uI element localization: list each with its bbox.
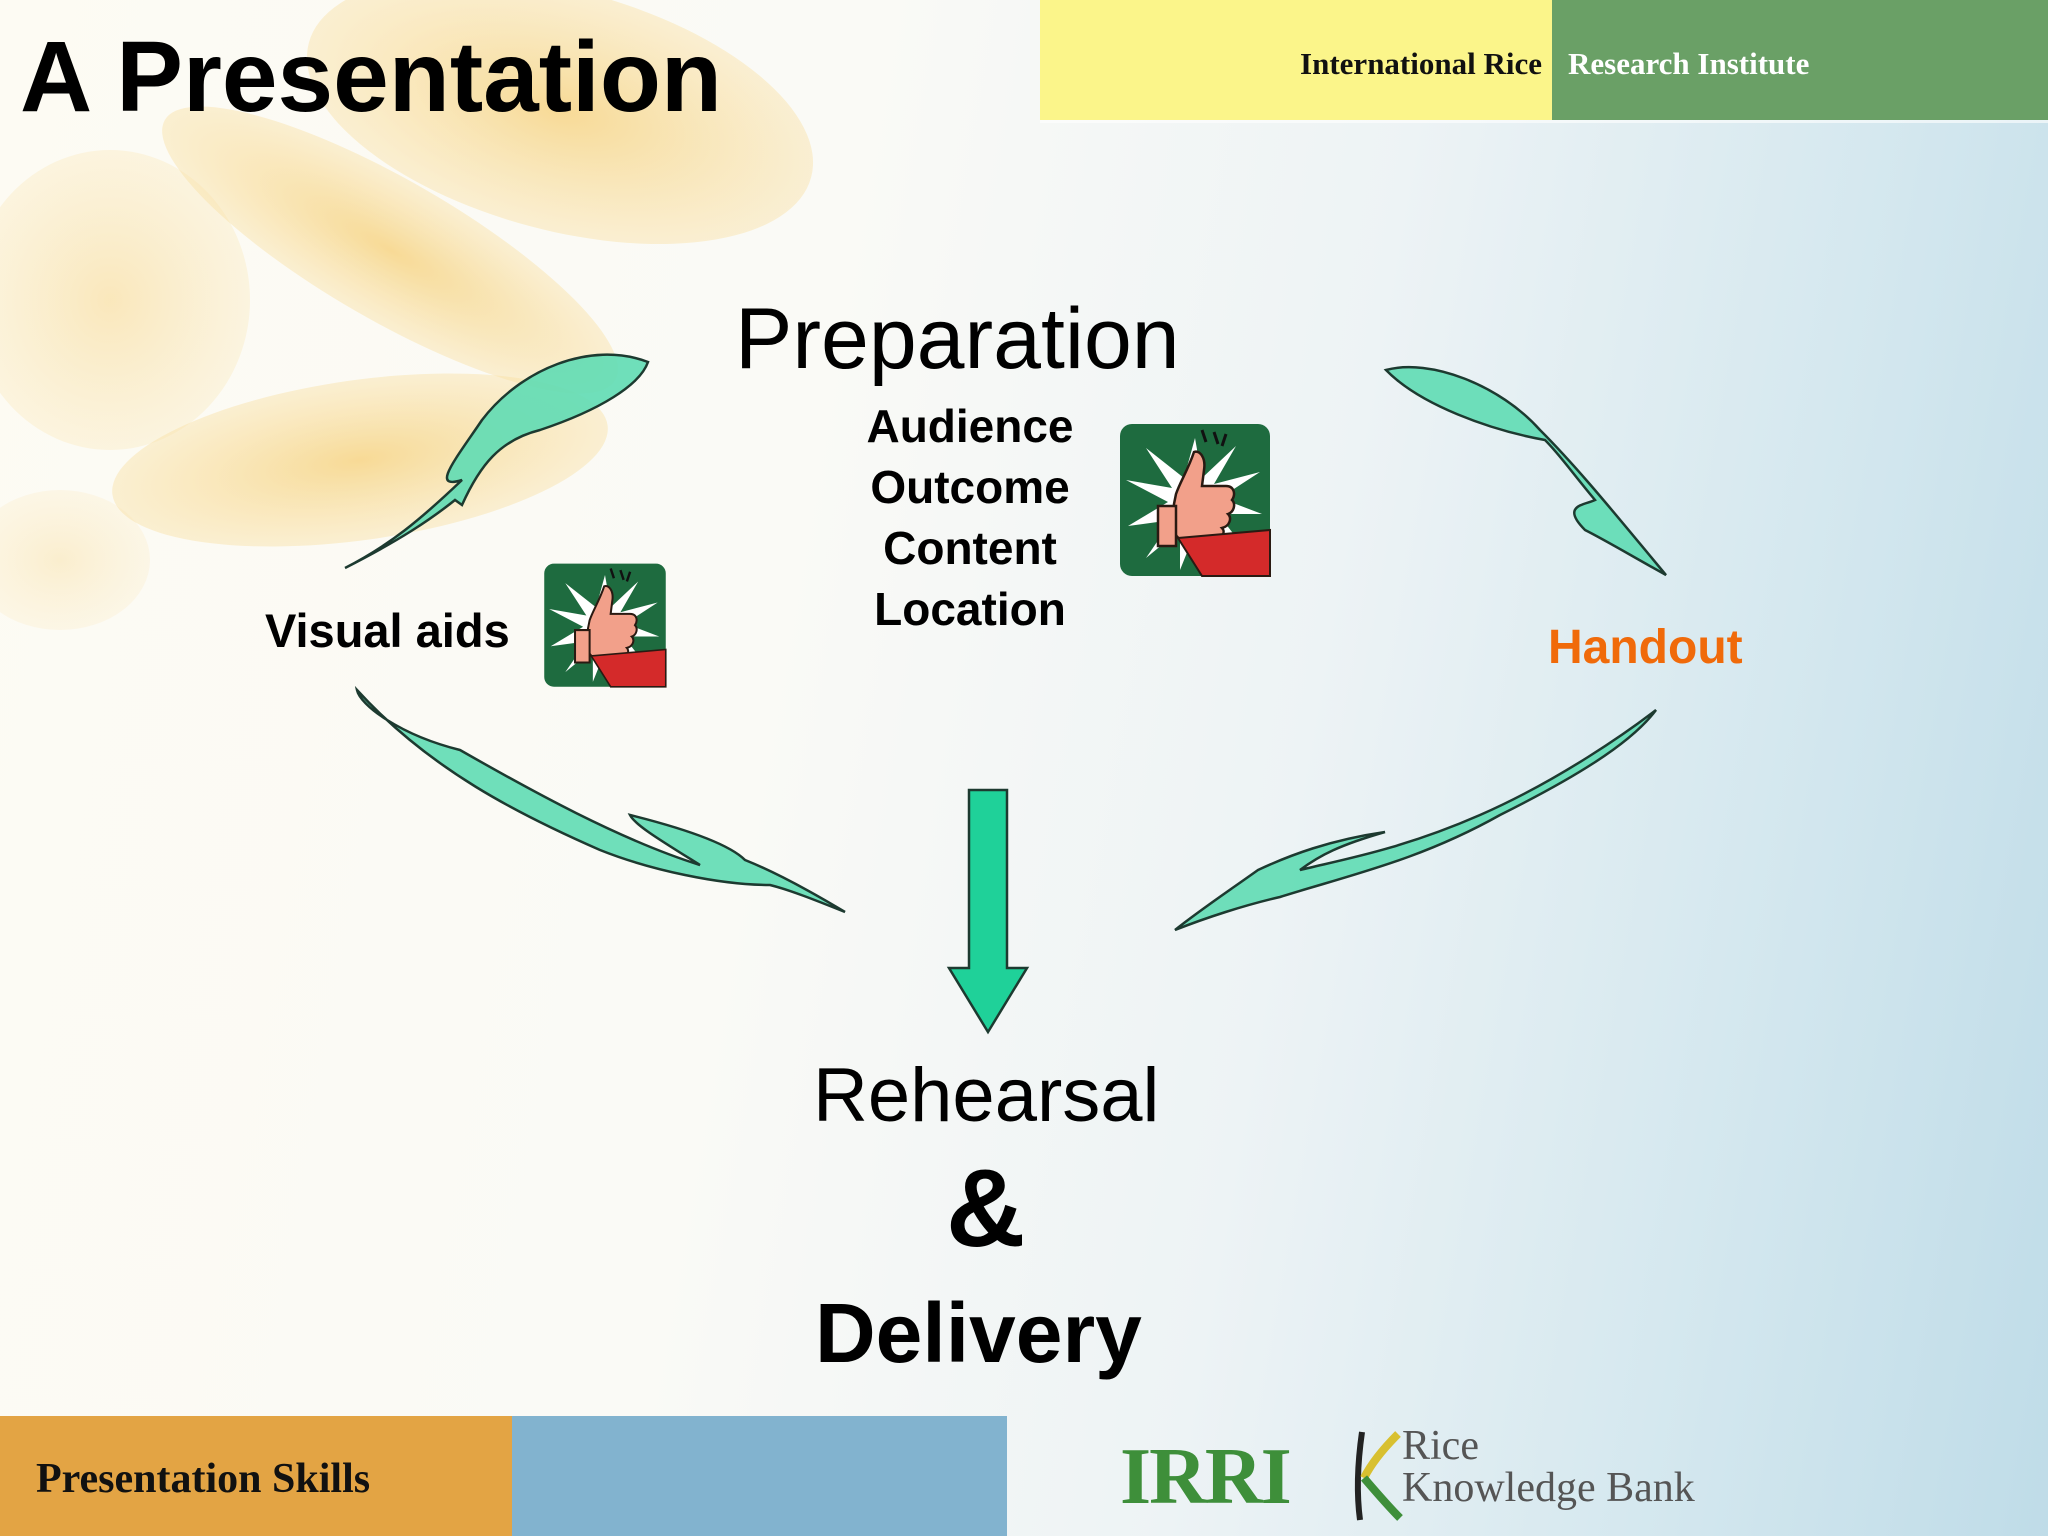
header-organization-left: International Rice — [1300, 46, 1542, 81]
footer-band-blue — [512, 1416, 1007, 1536]
rice-grain-logo-icon — [1354, 1431, 1403, 1521]
arrow-handout-to-rehearsal — [1174, 709, 1658, 932]
node-handout: Handout — [1548, 621, 1743, 674]
node-visual-aids: Visual aids — [265, 604, 510, 657]
thumbs-up-icon — [544, 563, 667, 688]
slide-title: A Presentation — [20, 21, 723, 133]
node-rehearsal: Rehearsal — [813, 1053, 1160, 1138]
footer-band-orange: Presentation Skills — [0, 1416, 512, 1536]
node-preparation: Preparation — [735, 291, 1180, 387]
footer-course-title: Presentation Skills — [36, 1456, 371, 1502]
preparation-items: Audience Outcome Content Location — [820, 396, 1120, 640]
arrow-visual-aids-to-rehearsal — [354, 685, 846, 914]
node-ampersand: & — [946, 1147, 1026, 1270]
node-delivery: Delivery — [815, 1286, 1142, 1380]
preparation-item: Location — [874, 583, 1066, 635]
preparation-item: Content — [883, 522, 1057, 574]
header-organization-right: Research Institute — [1568, 46, 1810, 81]
header-band-green: Research Institute — [1552, 0, 2048, 120]
header-divider — [1040, 120, 2048, 123]
rkb-logo-line2: Knowledge Bank — [1402, 1465, 1695, 1511]
arrow-preparation-to-visual-aids — [344, 353, 650, 570]
preparation-item: Outcome — [870, 461, 1070, 513]
header-band-yellow: International Rice — [1040, 0, 1552, 120]
arrow-down-to-rehearsal — [946, 788, 1030, 1035]
arrow-preparation-to-handout — [1383, 365, 1667, 577]
rice-knowledge-bank-logo: Rice Knowledge Bank — [1340, 1420, 1720, 1530]
irri-logo: IRRI — [1120, 1433, 1292, 1521]
preparation-item: Audience — [866, 400, 1074, 452]
rkb-logo-line1: Rice — [1402, 1423, 1479, 1469]
thumbs-up-icon — [1120, 424, 1271, 577]
